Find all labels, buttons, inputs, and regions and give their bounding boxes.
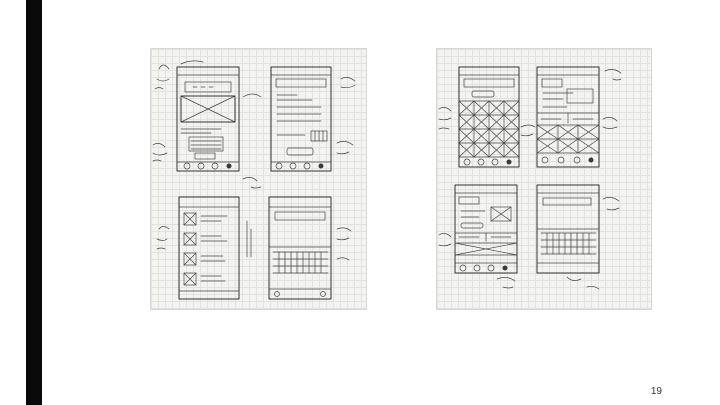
wireframe-messages-screen bbox=[178, 196, 240, 300]
wireframe-confirm-screen bbox=[270, 66, 332, 172]
wireframe-sketches-right bbox=[438, 66, 622, 290]
left-black-stripe bbox=[26, 0, 42, 405]
wireframe-search-grid-screen bbox=[458, 66, 520, 168]
wireframe-home-screen bbox=[176, 60, 240, 172]
sketch-sheet-left bbox=[150, 48, 367, 310]
wireframe-keyboard-screen bbox=[268, 196, 332, 300]
slide-left-bar bbox=[0, 0, 42, 405]
wireframe-message-keyboard-screen bbox=[536, 184, 600, 274]
slide-page-number: 19 bbox=[650, 386, 662, 397]
wireframe-profile-screen bbox=[536, 66, 600, 168]
wireframe-fitness-screen bbox=[454, 184, 518, 274]
wireframe-sketches-left bbox=[152, 60, 356, 300]
sketch-sheet-right bbox=[436, 48, 652, 310]
